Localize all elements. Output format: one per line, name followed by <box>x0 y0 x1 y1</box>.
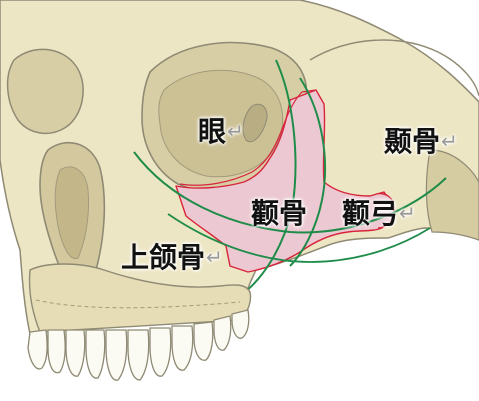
orbit-inner <box>158 69 284 178</box>
guide-line-vertical-right <box>289 77 327 267</box>
guide-line-lower-arc <box>167 213 431 263</box>
tooth <box>213 315 232 351</box>
label-zygomatic-arch-text: 颧弓 <box>342 197 399 230</box>
label-zygomatic-arch: 颧弓↵ <box>342 200 416 228</box>
label-temporal-bone: 颞骨↵ <box>384 128 458 156</box>
tooth <box>127 329 150 381</box>
tooth <box>27 329 48 370</box>
alveolar-ridge <box>35 299 241 309</box>
zygomatic-arch-tip <box>375 192 395 229</box>
temporal-contour <box>309 39 479 97</box>
nasal-cavity-inner <box>54 166 89 260</box>
return-icon: ↵ <box>227 119 244 143</box>
maxilla-shape <box>28 263 252 333</box>
label-maxilla: 上颌骨↵ <box>121 244 223 272</box>
return-icon: ↵ <box>399 201 416 225</box>
label-zygomatic-bone-text: 颧骨 <box>251 197 308 230</box>
zygomatic-orbital-rim <box>179 89 317 186</box>
tooth <box>85 329 106 379</box>
label-temporal-bone-text: 颞骨 <box>384 125 441 158</box>
return-icon: ↵ <box>441 129 458 153</box>
orbit-fissure <box>242 103 268 143</box>
tooth <box>149 327 172 377</box>
tooth <box>65 329 86 377</box>
guide-line-vertical-left <box>239 59 297 297</box>
label-eye: 眼↵ <box>198 118 244 146</box>
tooth <box>193 321 214 361</box>
tooth <box>105 329 128 381</box>
tooth <box>231 309 250 339</box>
return-icon: ↵ <box>206 245 223 269</box>
teeth <box>27 309 250 381</box>
label-eye-text: 眼 <box>198 115 227 148</box>
label-maxilla-text: 上颌骨 <box>121 241 206 274</box>
label-zygomatic-bone: 颧骨 <box>251 200 307 228</box>
tooth <box>47 329 66 374</box>
tooth <box>171 325 194 371</box>
left-orbit <box>6 48 84 135</box>
guide-line-orbit-arc <box>133 151 447 234</box>
